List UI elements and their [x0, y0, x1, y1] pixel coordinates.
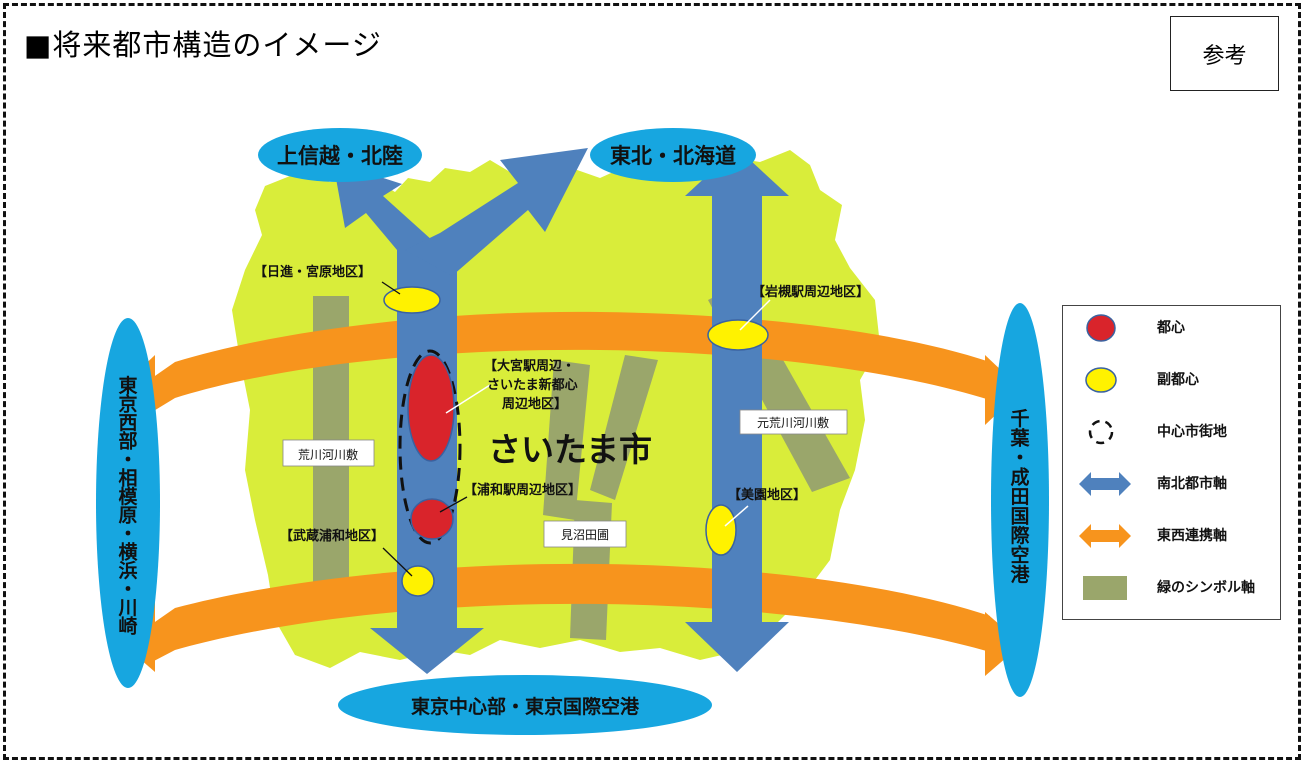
dest-tohoku-ellipse [590, 128, 756, 182]
arakawa-label-box [282, 439, 375, 467]
green-axis-minuma-right [590, 355, 658, 500]
legend-item-central-area: 中心市街地 [1063, 410, 1282, 450]
leader-line-nisshin [381, 281, 401, 295]
dest-chiba-ellipse [991, 303, 1049, 697]
legend-item-toshin: 都心 [1063, 306, 1282, 346]
leader-line-iwatsuki [739, 299, 771, 331]
moto-arakawa-label-box [739, 409, 848, 435]
orange-axis-south [152, 563, 990, 662]
blue-axis-west-branch-ne [405, 148, 588, 276]
dest-joshinetsu-label: 上信越・北陸 [277, 144, 403, 168]
district-misono-label: 【美園地区】 [728, 487, 806, 503]
dest-tokyo-west-label: 東京西部・相模原・横浜・川崎 [117, 374, 138, 638]
leader-line-musashi-urawa [382, 547, 413, 577]
district-omiya-label-1: 【大宮駅周辺・ [484, 358, 575, 374]
svg-text:千葉・成田国際空港: 千葉・成田国際空港 [1009, 408, 1030, 586]
legend-blue-double-arrow-icon [1079, 472, 1131, 496]
district-musashi-urawa-label: 【武蔵浦和地区】 [280, 528, 384, 544]
dashed-frame [3, 3, 1301, 760]
blue-axis-east [685, 148, 789, 672]
legend-item-green-axis: 緑のシンボル軸 [1063, 566, 1282, 606]
legend-item-fukutoshin: 副都心 [1063, 358, 1282, 398]
legend-label: 中心市街地 [1157, 424, 1227, 440]
legend-label: 東西連携軸 [1157, 528, 1227, 544]
city-label: さいたま市 [488, 430, 652, 469]
fukutoshin-misono-ellipse [705, 504, 737, 556]
central-area-dashed-outline [398, 349, 462, 545]
leader-line-omiya [445, 384, 491, 414]
page-title: ■将来都市構造のイメージ [24, 28, 382, 62]
dest-tokyo-center-ellipse [338, 675, 712, 735]
fukutoshin-iwatsuki-ellipse [707, 319, 769, 351]
fukutoshin-nisshin-ellipse [383, 286, 441, 314]
legend-item-east-west-axis: 東西連携軸 [1063, 514, 1282, 554]
legend: 都心 副都心 中心市街地 南北都市軸 東西連携軸 緑のシンボル軸 [1062, 305, 1281, 620]
legend-green-bar-icon [1083, 576, 1127, 600]
legend-label: 都心 [1157, 320, 1185, 336]
orange-axis-north [152, 311, 990, 412]
toshin-omiya-ellipse [407, 354, 455, 462]
legend-item-north-south-axis: 南北都市軸 [1063, 462, 1282, 502]
legend-label: 副都心 [1157, 372, 1199, 388]
svg-text:東京西部・相模原・横浜・川崎: 東京西部・相模原・横浜・川崎 [117, 374, 138, 638]
district-nisshin-label: 【日進・宮原地区】 [254, 264, 371, 280]
green-moto-arakawa-label: 元荒川河川敷 [757, 415, 829, 430]
dest-tokyo-west-ellipse [96, 318, 160, 688]
dest-joshinetsu-ellipse [258, 128, 422, 182]
legend-label: 緑のシンボル軸 [1157, 580, 1255, 596]
reference-box: 参考 [1170, 16, 1279, 91]
minuma-label-box [543, 520, 627, 548]
dest-chiba-label: 千葉・成田国際空港 [1009, 408, 1030, 586]
district-urawa-label: 【浦和駅周辺地区】 [464, 482, 581, 498]
legend-orange-double-arrow-icon [1079, 524, 1131, 548]
dest-tokyo-center-label: 東京中心部・東京国際空港 [411, 695, 640, 718]
district-omiya-label-3: 周辺地区】 [502, 396, 567, 412]
leader-line-misono [724, 505, 749, 527]
legend-yellow-ellipse-icon [1085, 367, 1117, 393]
district-iwatsuki-label: 【岩槻駅周辺地区】 [752, 284, 869, 300]
green-axis-minuma-upper [543, 360, 590, 520]
green-arakawa-label: 荒川河川敷 [298, 447, 358, 462]
green-minuma-label: 見沼田圃 [561, 528, 609, 542]
toshin-urawa-ellipse [410, 498, 454, 540]
legend-label: 南北都市軸 [1157, 476, 1227, 492]
reference-label: 参考 [1202, 43, 1247, 69]
legend-red-ellipse-icon [1086, 314, 1116, 342]
district-omiya-label-2: さいたま新都心 [487, 377, 578, 393]
blue-axis-west-branch-nw [333, 162, 443, 250]
leader-line-urawa [439, 496, 468, 513]
legend-dashed-circle-icon [1088, 419, 1114, 445]
dest-tohoku-label: 東北・北海道 [610, 144, 736, 168]
